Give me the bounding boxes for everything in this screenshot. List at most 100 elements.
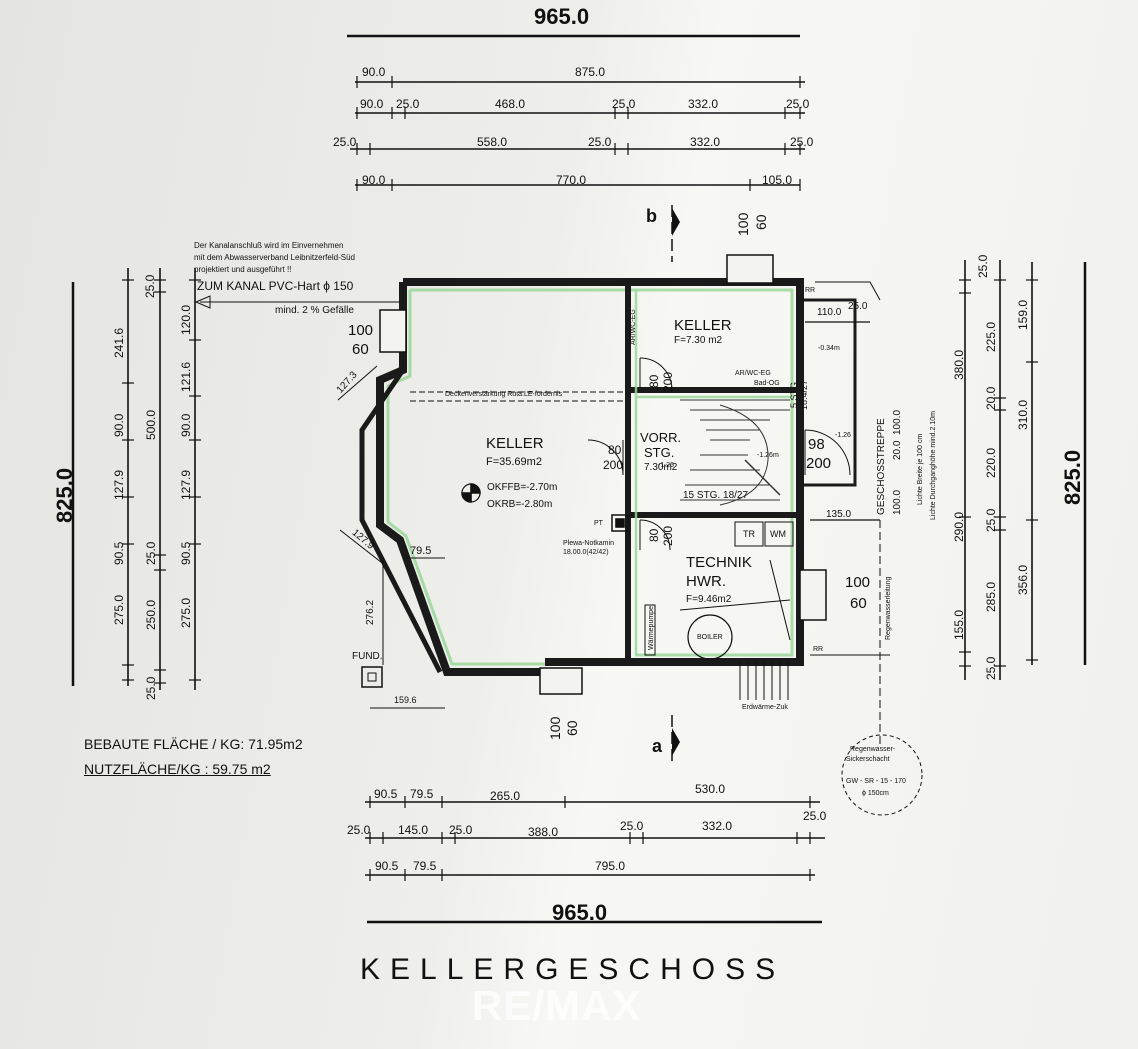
right-dim-c1-3: 290.0 (952, 511, 966, 542)
label-stg5b: 18.4/27 (799, 379, 809, 410)
top-dim-r4-1: 90.0 (362, 173, 386, 187)
top-dim-r3-2: 558.0 (477, 135, 508, 149)
top-dim-r2-4: 25.0 (612, 97, 636, 111)
left-dim-c1-2: 127.9 (112, 469, 126, 500)
win-right-h: 60 (850, 595, 867, 612)
top-total-dim: 965.0 (534, 4, 590, 29)
top-dim-r4-2: 770.0 (556, 173, 587, 187)
label-sicker3: GW - SR - 15 - 170 (846, 778, 906, 785)
dim-20: 20.0 (892, 440, 903, 460)
bottom-dim-r2-1: 25.0 (347, 823, 371, 837)
win-bottom-h: 60 (564, 720, 580, 736)
top-dim-r2-1: 90.0 (360, 97, 384, 111)
room-vorr-area: 7.30m2 (644, 462, 678, 473)
bottom-dim-r1-3: 265.0 (490, 789, 521, 803)
dim-110: 110.0 (817, 307, 842, 318)
right-dim-c2-3: 220.0 (984, 447, 998, 478)
drain-note-line1: Der Kanalanschluß wird im Einvernehmen (194, 241, 344, 250)
top-dim-r3-1: 25.0 (333, 135, 357, 149)
label-plewa: Plewa-Notkamin (563, 540, 614, 547)
section-mark-a: a (652, 736, 663, 756)
door-right-h: 200 (806, 455, 832, 472)
label-waerme: Wärmepumpe (648, 606, 655, 650)
label-erdwaerme: Erdwärme-Zuk (742, 704, 788, 711)
right-dim-c3-1: 159.0 (1016, 299, 1030, 330)
win-left-w: 100 (348, 322, 374, 339)
dim-159-6: 159.6 (394, 695, 417, 705)
top-dim-r3-3: 25.0 (588, 135, 612, 149)
win-bottom-w: 100 (547, 716, 563, 740)
label-ar-keller: AR/WC-EG (630, 309, 637, 345)
label-geschoss: GESCHOSSTREPPE (876, 418, 887, 515)
label-rr1: RR (805, 287, 816, 294)
left-dim-c1-1: 90.5 (112, 541, 126, 565)
area-nutz: NUTZFLÄCHE/KG : 59.75 m2 (84, 761, 271, 777)
top-dim-r3-4: 332.0 (690, 135, 721, 149)
room-vorr-name2: STG. (644, 445, 675, 460)
top-dim-r2-3: 468.0 (495, 97, 526, 111)
level-034: -0.34m (818, 345, 840, 352)
door-vorr-h: 200 (603, 458, 624, 472)
drain-note-line3: projektiert und ausgeführt !! (194, 265, 292, 274)
left-dim-c2-5: 25.0 (144, 676, 158, 700)
label-sicker2: Sickerschacht (846, 756, 890, 763)
area-bebaut: BEBAUTE FLÄCHE / KG: 71.95m2 (84, 736, 303, 752)
top-dim-r2-2: 25.0 (396, 97, 420, 111)
drain-note-line4: ZUM KANAL PVC-Hart ϕ 150 (197, 279, 354, 293)
label-pt: PT (594, 520, 603, 527)
door-technik-w: 80 (647, 528, 661, 542)
door-technik-h: 200 (661, 525, 675, 546)
room-keller-main-level1: OKFFB=-2.70m (487, 482, 558, 493)
top-dim-r1-2: 875.0 (575, 65, 606, 79)
left-total-dim: 825.0 (52, 467, 77, 523)
level-126: -1.26 (835, 432, 851, 439)
top-dim-r2-5: 332.0 (688, 97, 719, 111)
room-keller-main-name: KELLER (486, 435, 544, 452)
door-keller-w: 80 (647, 374, 661, 388)
bottom-dim-r1-1: 90.5 (374, 787, 398, 801)
label-regenwasser: Regenwasserleitung (885, 576, 892, 640)
bottom-dim-r2-2: 145.0 (398, 823, 429, 837)
level-126c: -1.26 (658, 462, 674, 469)
win-top-w: 100 (735, 212, 751, 236)
win-top-h: 60 (753, 214, 769, 230)
top-dim-r4-3: 105.0 (762, 173, 793, 187)
room-technik-name2: HWR. (686, 573, 726, 590)
right-dim-c2-4: 25.0 (984, 508, 998, 532)
room-keller-small-name: KELLER (674, 317, 732, 334)
left-dim-c3-2: 121.6 (179, 361, 193, 392)
stair-label: 15 STG. 18/27 (683, 490, 749, 501)
top-dim-r3-5: 25.0 (790, 135, 814, 149)
bottom-dim-r2-4: 388.0 (528, 825, 559, 839)
bottom-dim-r2-7: 25.0 (803, 809, 827, 823)
right-dim-c2-1: 225.0 (984, 321, 998, 352)
left-dim-c1-3: 90.0 (112, 413, 126, 437)
right-dim-c1-2: 380.0 (952, 349, 966, 380)
label-wm: WM (770, 529, 786, 539)
top-dim-r1-1: 90.0 (362, 65, 386, 79)
label-stg5: 5 STG. (789, 379, 799, 408)
left-dim-c2-4: 25.0 (144, 541, 158, 565)
page-title: KELLERGESCHOSS (360, 953, 786, 986)
remax-logo: RE/MAX (472, 982, 642, 1029)
bottom-dim-r3-1: 90.5 (375, 859, 399, 873)
left-dim-c3-5: 90.5 (179, 541, 193, 565)
right-dim-c1-4: 155.0 (952, 609, 966, 640)
right-dim-c2-2: 20.0 (984, 386, 998, 410)
right-total-dim: 825.0 (1060, 449, 1085, 505)
label-sicker1: Regenwasser- (850, 746, 896, 753)
level-126b: -1.26m (757, 452, 779, 459)
drain-note-line2: mit dem Abwasserverband Leibnitzerfeld-S… (194, 253, 355, 262)
right-dim-c2-5: 285.0 (984, 581, 998, 612)
label-ar-wc: AR/WC-EG (735, 370, 771, 377)
win-right-w: 100 (845, 574, 871, 591)
dim-25-right: 25.0 (848, 301, 868, 312)
door-right-w: 98 (808, 436, 825, 453)
bottom-dim-r1-2: 79.5 (410, 787, 434, 801)
left-dim-c3-4: 127.9 (179, 469, 193, 500)
dim-276-2: 276.2 (365, 599, 376, 625)
left-dim-c3-1: 120.0 (179, 304, 193, 335)
left-dim-c2-3: 250.0 (144, 599, 158, 630)
drain-note-line5: mind. 2 % Gefälle (275, 305, 354, 316)
